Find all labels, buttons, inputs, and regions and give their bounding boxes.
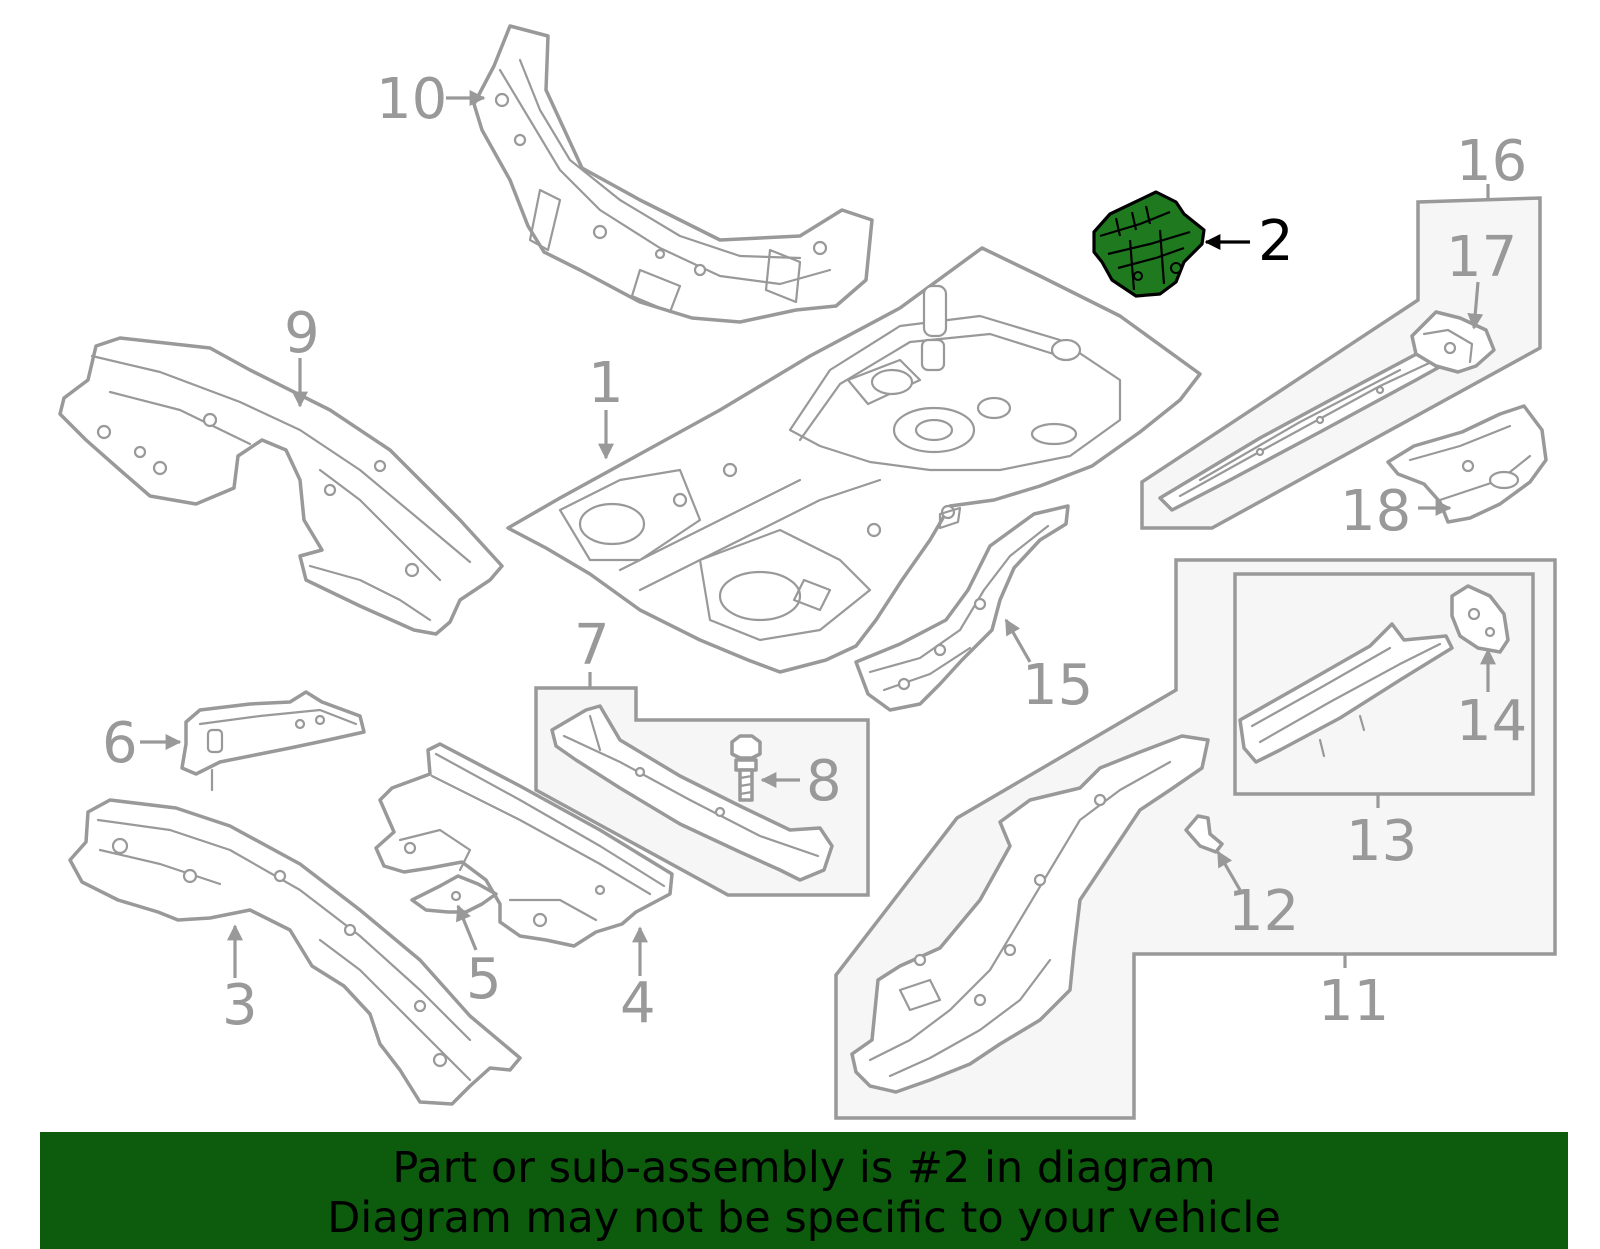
callout-10: 10 — [376, 67, 447, 132]
part-15-rear-member-extension — [854, 504, 1070, 712]
part-3-rear-side-member — [68, 798, 522, 1106]
callout-12: 12 — [1228, 879, 1299, 944]
part-18-bracket — [1386, 404, 1548, 524]
callout-17: 17 — [1446, 225, 1517, 290]
part-2-bracket-highlighted — [1092, 190, 1206, 298]
banner-line-2: Diagram may not be specific to your vehi… — [327, 1193, 1281, 1243]
callout-18: 18 — [1340, 479, 1411, 544]
group-box-16 — [1140, 196, 1542, 530]
part-10-rear-upper-member — [472, 24, 874, 324]
leader-lines — [140, 90, 1496, 978]
part-8-bolt — [730, 734, 762, 802]
part-14-plate — [1450, 584, 1510, 654]
callout-7: 7 — [574, 613, 610, 678]
banner-line-1: Part or sub-assembly is #2 in diagram — [392, 1143, 1216, 1193]
callout-4: 4 — [620, 971, 656, 1036]
leader-15 — [1004, 618, 1032, 663]
leader-17 — [1467, 281, 1484, 330]
part-1-rear-floor-pan — [506, 246, 1202, 674]
callout-5: 5 — [466, 947, 502, 1012]
part-5-plate — [410, 874, 498, 914]
callout-11: 11 — [1318, 969, 1389, 1034]
callout-8: 8 — [806, 749, 842, 814]
callout-numbers: 1 2 3 4 5 6 7 8 9 10 11 12 13 14 15 16 1… — [102, 67, 1527, 1038]
callout-6: 6 — [102, 711, 138, 776]
part-11-right-side-member — [850, 734, 1210, 1094]
part-12-clip — [1184, 814, 1224, 854]
callout-16: 16 — [1456, 129, 1527, 194]
info-banner: Part or sub-assembly is #2 in diagram Di… — [40, 1132, 1568, 1249]
leader-12 — [1216, 850, 1242, 891]
callout-3: 3 — [222, 973, 258, 1038]
callout-14: 14 — [1456, 689, 1527, 754]
leader-5 — [456, 904, 478, 951]
callout-1: 1 — [588, 351, 624, 416]
part-16-right-side-rail — [1158, 348, 1454, 512]
part-4-rear-crossmember — [374, 742, 674, 948]
part-13-rail — [1238, 622, 1454, 764]
callout-15: 15 — [1022, 653, 1093, 718]
callout-13: 13 — [1346, 809, 1417, 874]
part-6-member — [180, 690, 366, 792]
part-9-left-side-member — [58, 336, 504, 636]
callout-9: 9 — [284, 301, 320, 366]
callout-2: 2 — [1258, 209, 1294, 274]
part-7-reinforcement — [550, 704, 834, 882]
